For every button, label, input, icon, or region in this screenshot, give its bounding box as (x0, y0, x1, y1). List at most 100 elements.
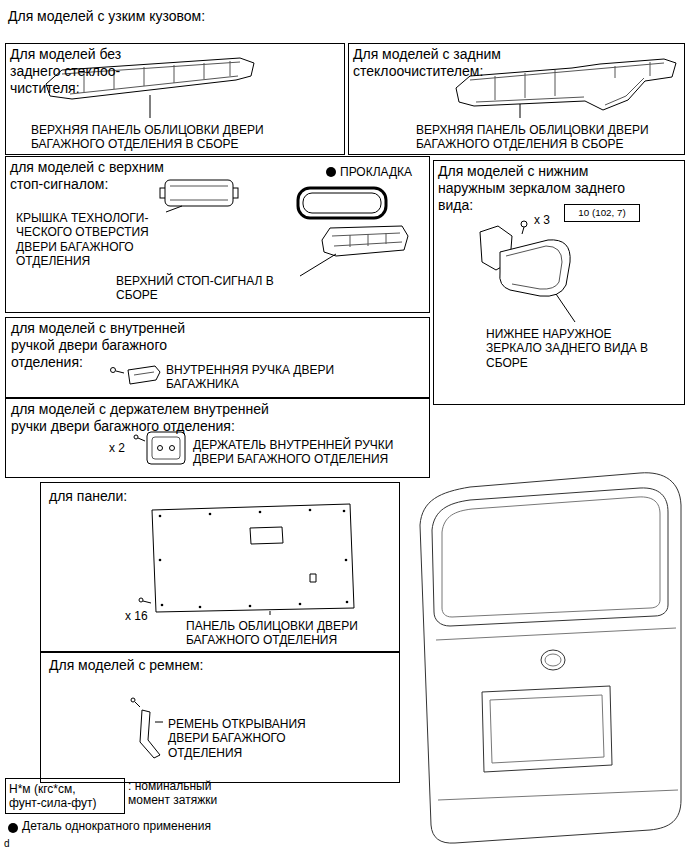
heading-text: для моделей с внутренней ручкой двери ба… (11, 320, 216, 370)
door-trim-board-drawing-part-part (343, 510, 346, 513)
upper-trim-panel-wiper-drawing-part (520, 104, 521, 118)
part-name: ПРОКЛАДКА (340, 165, 412, 179)
mirror-drawing-part (506, 246, 562, 289)
door-trim-board-drawing-part-part (345, 559, 348, 562)
part-name: ВЕРХНЯЯ ПАНЕЛЬ ОБЛИЦОВКИ ДВЕРИ БАГАЖНОГО… (31, 123, 316, 152)
back-door-drawing-part (545, 654, 561, 666)
door-trim-board-drawing-part (152, 504, 354, 612)
quantity-label: x 16 (125, 609, 148, 623)
handle-holder-drawing-part (158, 446, 163, 451)
door-trim-board-drawing-part (139, 598, 143, 602)
door-trim-board-drawing-part (143, 601, 151, 603)
upper-trim-panel-drawing-part (150, 95, 151, 118)
door-trim-board-drawing-part-part (209, 513, 212, 516)
upper-trim-panel-wiper-drawing-part (456, 59, 676, 110)
door-trim-board-drawing-part-part (161, 604, 164, 607)
handle-holder-drawing-part (170, 446, 175, 451)
part-name: ДЕРЖАТЕЛЬ ВНУТРЕННЕЙ РУЧКИ ДВЕРИ БАГАЖНО… (193, 438, 428, 467)
strap-drawing-part (140, 710, 160, 758)
part-name: КРЫШКА ТЕХНОЛОГИ-ЧЕСКОГО ОТВЕРСТИЯ ДВЕРИ… (16, 211, 166, 269)
mirror-drawing-part (556, 294, 575, 322)
gasket-drawing-part (303, 193, 381, 213)
heading-text: Для моделей с нижним наружным зеркалом з… (438, 163, 633, 213)
door-trim-board-drawing-part (250, 527, 283, 544)
mirror-drawing-part (522, 227, 524, 234)
strap-drawing-part (155, 722, 163, 723)
upper-trim-panel-wiper-drawing-part (495, 62, 650, 100)
variant-box: для моделей с внутренней ручкой двери ба… (5, 317, 430, 398)
variant-box: для моделей с верхним стоп-сигналом: КРЫШ… (5, 156, 430, 313)
door-trim-board-drawing (139, 504, 354, 615)
part-name: РЕМЕНЬ ОТКРЫВАНИЯ ДВЕРИ БАГАЖНОГО ОТДЕЛЕ… (168, 717, 318, 760)
quantity-label: x 2 (109, 441, 125, 455)
back-door-drawing-part (541, 650, 565, 670)
legend-note: : номинальный момент затяжки (128, 779, 228, 808)
heading-text: для моделей с верхним стоп-сигналом: (10, 159, 190, 193)
variant-box: для панели: x 16 ПАНЕЛЬ ОБЛИЦОВКИ ДВЕРИ БА… (40, 482, 400, 652)
unit-text: Н*м (кгс*см, фунт-сила-фут) (9, 782, 104, 811)
part-name: ВЕРХНЯЯ ПАНЕЛЬ ОБЛИЦОВКИ ДВЕРИ БАГАЖНОГО… (416, 123, 681, 152)
part-name: ВЕРХНИЙ СТОП-СИГНАЛ В СБОРЕ (116, 274, 296, 303)
part-name: НИЖНЕЕ НАРУЖНОЕ ЗЕРКАЛО ЗАДНЕГО ВИДА В С… (486, 327, 664, 370)
service-hole-cover-drawing (160, 180, 238, 212)
back-door-drawing-part (420, 473, 681, 843)
service-hole-cover-drawing-part (170, 186, 228, 200)
heading-text: Для моделей без заднего стеклоо-чистител… (10, 46, 155, 96)
door-trim-board-drawing-part (270, 611, 271, 615)
door-trim-board-drawing-part-part (259, 511, 262, 514)
variant-box: Для моделей без заднего стеклоо-чистител… (5, 43, 345, 155)
handle-holder-drawing (134, 432, 185, 464)
figure-code: d (4, 838, 10, 850)
heading-text: для моделей с держателем внутренней ручк… (11, 401, 281, 435)
inside-handle-drawing-part (111, 368, 116, 373)
inside-handle-drawing (111, 366, 161, 384)
variant-box: для моделей с держателем внутренней ручк… (5, 398, 430, 478)
back-door-drawing-part (436, 628, 678, 800)
inside-handle-drawing-part (128, 366, 160, 384)
door-trim-board-drawing-part-part (299, 603, 302, 606)
door-trim-board-drawing-part-part (249, 605, 252, 608)
torque-value: 10 (102, 7) (565, 207, 639, 219)
upper-trim-panel-wiper-drawing-part (470, 63, 664, 105)
torque-box: 10 (102, 7) (564, 204, 640, 222)
handle-holder-drawing-part (138, 438, 145, 441)
door-trim-board-drawing-part-part (159, 515, 162, 518)
figure-title: Для моделей с узким кузовом: (8, 8, 205, 25)
legend-swatch (8, 823, 18, 833)
stop-lamp-drawing-part (332, 233, 402, 247)
service-hole-cover-drawing-part (165, 180, 233, 206)
door-trim-board-drawing-part-part (159, 559, 162, 562)
stop-lamp-drawing-part (322, 226, 408, 256)
heading-text: Для моделей с ремнем: (49, 657, 299, 674)
part-name: ВНУТРЕННЯЯ РУЧКА ДВЕРИ БАГАЖНИКА (166, 363, 396, 392)
stop-lamp-drawing (300, 226, 408, 276)
door-trim-board-drawing-part (159, 509, 349, 609)
part-name: ПАНЕЛЬ ОБЛИЦОВКИ ДВЕРИ БАГАЖНОГО ОТДЕЛЕН… (186, 619, 386, 648)
heading-text: Для моделей с задним стеклоочистителем: (353, 46, 553, 80)
handle-holder-drawing-part (152, 437, 180, 459)
mirror-drawing (480, 221, 575, 322)
inside-handle-drawing-part (116, 371, 124, 373)
quantity-label: x 3 (534, 213, 550, 227)
stop-lamp-drawing-part (300, 254, 336, 276)
variant-box: Для моделей с задним стеклоочистителем: В… (348, 43, 685, 155)
door-trim-board-drawing-part-part (309, 509, 312, 512)
door-trim-board-drawing-part-part (199, 606, 202, 609)
service-hole-cover-drawing-part (166, 206, 182, 212)
back-door-drawing-part (482, 686, 612, 772)
handle-holder-drawing-part (147, 432, 185, 464)
handle-holder-drawing-part (134, 435, 138, 439)
legend-text: Деталь однократного применения (22, 819, 211, 833)
strap-drawing-part (131, 698, 135, 702)
variant-box: Для моделей с нижним наружным зеркалом з… (433, 160, 685, 405)
variant-box: Для моделей с ремнем: РЕМЕНЬ ОТКРЫВАНИЯ Д… (40, 652, 400, 783)
door-trim-board-drawing-part-part (346, 601, 349, 604)
upper-trim-panel-wiper-drawing (456, 59, 676, 118)
mirror-drawing-part (500, 240, 570, 296)
door-trim-board-drawing-part (310, 574, 316, 582)
back-door-drawing-part (432, 488, 668, 626)
heading-text: для панели: (49, 488, 249, 505)
inside-handle-drawing-part (134, 372, 154, 375)
strap-drawing (131, 698, 163, 758)
